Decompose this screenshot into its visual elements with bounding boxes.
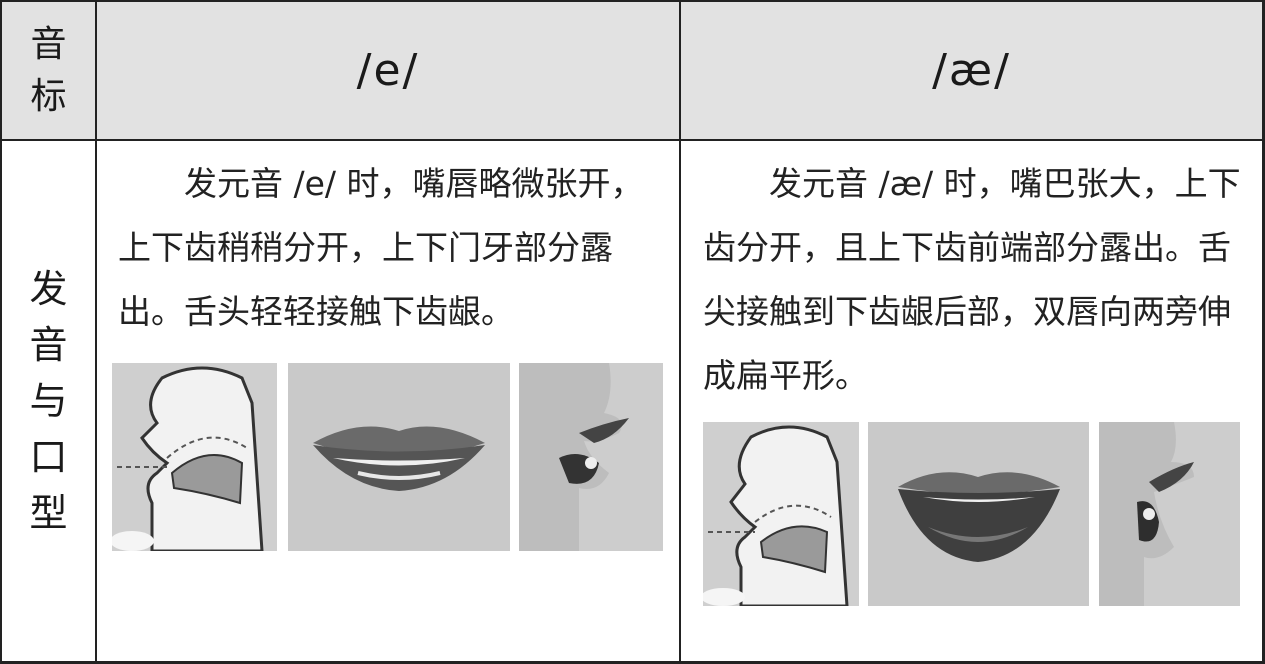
sagittal-diagram-ae bbox=[703, 422, 859, 606]
mouth-front-photo-ae bbox=[868, 422, 1089, 606]
phoneme-e-heading: /e/ bbox=[356, 45, 420, 96]
border-bottom bbox=[0, 661, 1265, 664]
border-top bbox=[0, 0, 1265, 2]
mouth-side-photo-ae bbox=[1099, 422, 1240, 606]
mouth-front-photo-e bbox=[288, 363, 510, 551]
border-header-bottom bbox=[0, 139, 1265, 141]
description-e: 发元音 /e/ 时，嘴唇略微张开，上下齿稍稍分开，上下门牙部分露出。舌头轻轻接触… bbox=[118, 164, 644, 331]
border-col1 bbox=[95, 0, 97, 664]
description-ae: 发元音 /æ/ 时，嘴巴张大，上下齿分开，且上下齿前端部分露出。舌尖接触到下齿龈… bbox=[703, 164, 1241, 395]
border-right bbox=[1262, 0, 1265, 664]
header-row-bg bbox=[0, 0, 1265, 140]
body-row-label: 发音与口型 bbox=[29, 267, 68, 535]
border-col2 bbox=[679, 0, 681, 664]
mouth-side-photo-e bbox=[519, 363, 663, 551]
border-left bbox=[0, 0, 2, 664]
header-row-label: 音标 bbox=[30, 23, 67, 117]
phoneme-ae-heading: /æ/ bbox=[932, 45, 1011, 96]
sagittal-diagram-e bbox=[112, 363, 277, 551]
